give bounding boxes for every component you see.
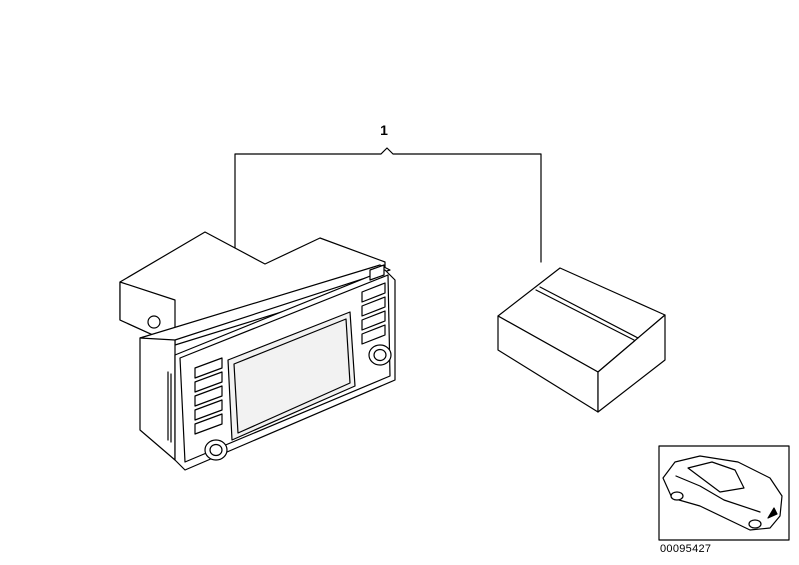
document-number: 00095427 [660, 543, 712, 555]
car-icon [662, 455, 783, 531]
left-knob[interactable] [204, 439, 228, 461]
display-screen [227, 311, 356, 441]
accessory-box[interactable] [497, 267, 666, 413]
callout-leader [234, 147, 542, 263]
side-vent [167, 371, 172, 443]
car-locator-thumbnail [658, 445, 790, 541]
callout-label: 1 [380, 122, 388, 138]
right-knob[interactable] [368, 344, 392, 366]
left-button-column[interactable] [194, 357, 223, 435]
navigation-monitor-unit[interactable] [119, 231, 396, 471]
right-button-column[interactable] [361, 264, 386, 345]
